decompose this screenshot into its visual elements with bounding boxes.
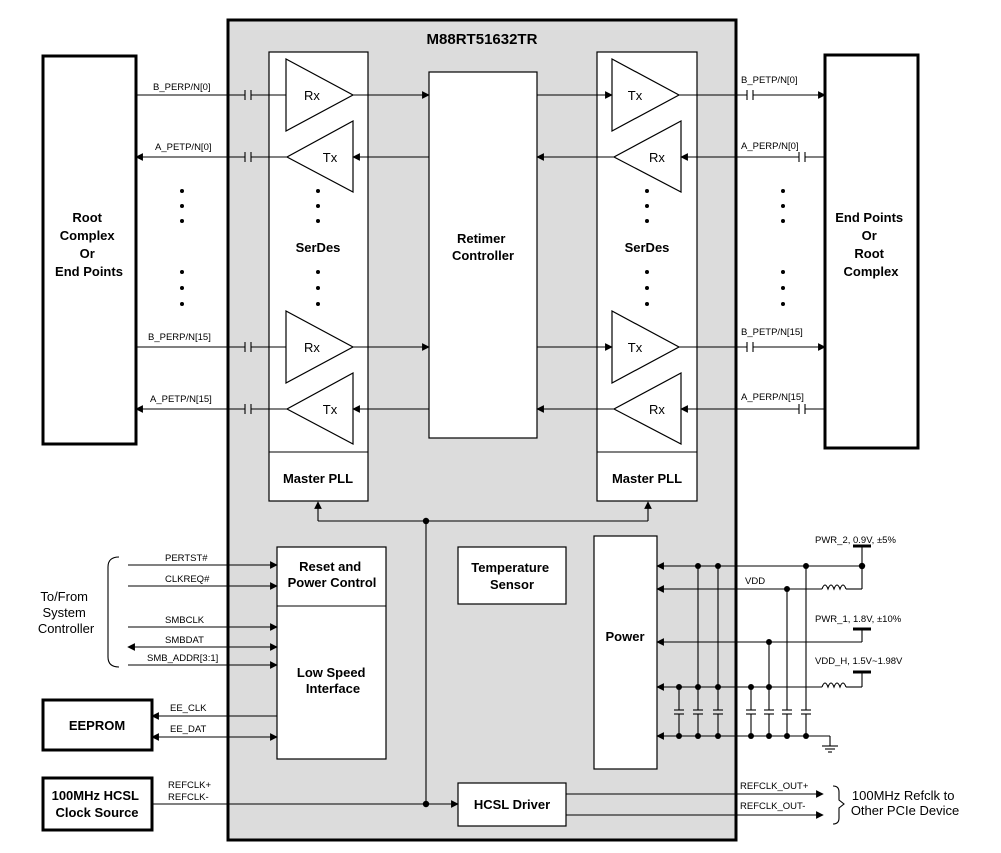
clock-signal-neg: REFCLK- (168, 792, 209, 803)
sys-signal-smbdat: SMBDAT (165, 635, 204, 646)
right-rx-label-0: Rx (649, 150, 665, 165)
left-signal-2: B_PERP/N[15] (148, 332, 211, 343)
left-rx-label-15: Rx (304, 340, 320, 355)
sys-signal-smbclk: SMBCLK (165, 615, 205, 626)
eeprom-signal-clk: EE_CLK (170, 703, 207, 714)
left-rx-label-0: Rx (304, 88, 320, 103)
decoupling-capacitors (674, 566, 811, 736)
right-rx-label-15: Rx (649, 402, 665, 417)
lane-ellipsis-dots (180, 189, 785, 306)
eeprom-signal-dat: EE_DAT (170, 724, 206, 735)
sys-signal-pertst: PERTST# (165, 553, 208, 564)
reset-power-control-label: Reset and Power Control (288, 559, 377, 590)
right-tx-label-0: Tx (628, 88, 643, 103)
temperature-sensor-box (457, 546, 567, 605)
clock-signal-pos: REFCLK+ (168, 780, 211, 791)
left-root-complex-box (41, 54, 138, 446)
low-speed-interface-label: Low Speed Interface (297, 665, 369, 696)
retimer-controller-label: Retimer Controller (452, 231, 514, 263)
clock-source-box (41, 776, 154, 832)
pwr2-label: PWR_2, 0.9V, ±5% (815, 535, 896, 546)
refclk-out-neg: REFCLK_OUT- (740, 801, 805, 812)
right-signal-1: A_PERP/N[0] (741, 141, 799, 152)
right-end-points-label: End Points Or Root Complex (835, 210, 907, 279)
power-box (593, 535, 658, 770)
sys-signal-smb-addr: SMB_ADDR[3:1] (147, 653, 218, 664)
vdd-label: VDD (745, 576, 765, 587)
system-controller-label: To/From System Controller (38, 589, 95, 636)
sys-signal-clkreq: CLKREQ# (165, 574, 210, 585)
left-serdes-label: SerDes (296, 240, 341, 255)
right-end-points-box (823, 53, 920, 450)
retimer-controller-box (428, 71, 538, 439)
temperature-sensor-label: Temperature Sensor (471, 560, 552, 592)
left-tx-label-15: Tx (323, 402, 338, 417)
left-signal-1: A_PETP/N[0] (155, 142, 212, 153)
right-tx-label-15: Tx (628, 340, 643, 355)
hcsl-driver-label: HCSL Driver (474, 797, 550, 812)
refclk-out-label: 100MHz Refclk to Other PCIe Device (851, 788, 959, 818)
left-master-pll-label: Master PLL (283, 471, 353, 486)
left-signal-3: A_PETP/N[15] (150, 394, 212, 405)
power-label: Power (605, 629, 644, 644)
right-serdes-label: SerDes (625, 240, 670, 255)
left-signal-0: B_PERP/N[0] (153, 82, 211, 93)
right-signal-3: A_PERP/N[15] (741, 392, 804, 403)
refclk-out-pos: REFCLK_OUT+ (740, 781, 809, 792)
right-signal-2: B_PETP/N[15] (741, 327, 803, 338)
clock-source-label: 100MHz HCSL Clock Source (52, 788, 143, 820)
pwr1-label: PWR_1, 1.8V, ±10% (815, 614, 902, 625)
right-master-pll-label: Master PLL (612, 471, 682, 486)
chip-title: M88RT51632TR (427, 31, 538, 48)
left-tx-label-0: Tx (323, 150, 338, 165)
left-root-complex-label: Root Complex Or End Points (55, 210, 123, 279)
reset-power-control-box (276, 546, 387, 760)
eeprom-box (41, 698, 154, 752)
power-junction-dots (676, 563, 809, 739)
right-signal-0: B_PETP/N[0] (741, 75, 798, 86)
eeprom-label: EEPROM (69, 718, 125, 733)
vdd-h-label: VDD_H, 1.5V~1.98V (815, 656, 903, 667)
